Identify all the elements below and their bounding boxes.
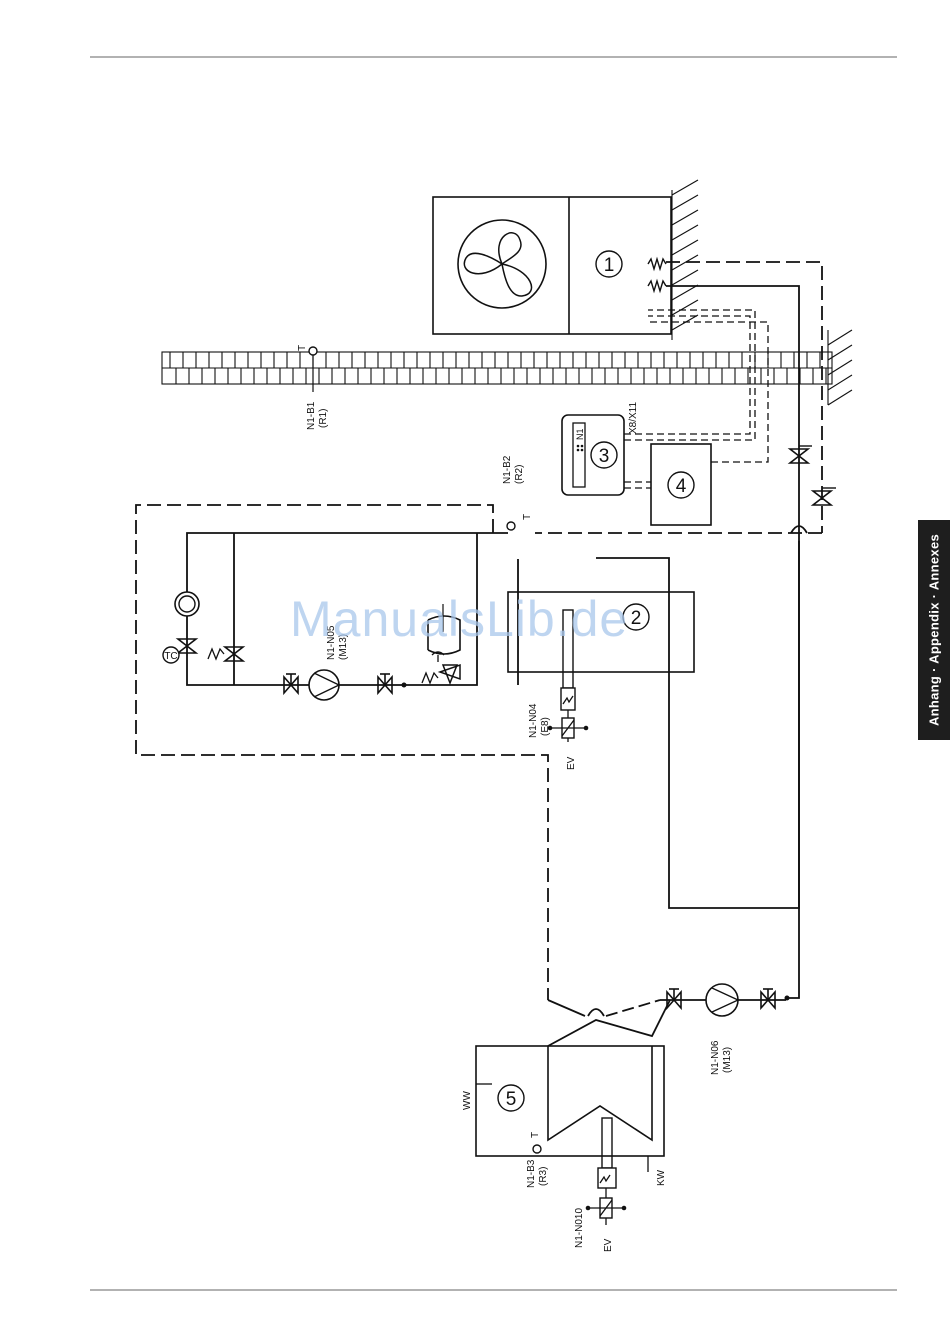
m13-b-label: (M13) xyxy=(722,1047,733,1073)
safety-valve xyxy=(422,652,460,683)
return-sensor xyxy=(507,522,515,530)
ww-label: WW xyxy=(462,1091,473,1110)
ev-a-label: EV xyxy=(566,756,577,770)
pump-n05-icon xyxy=(309,670,339,700)
shutoff-valve-n05-right xyxy=(378,674,392,693)
shutoff-valve-n05-left xyxy=(284,674,298,693)
n1-b3-label: N1-B3 xyxy=(526,1159,537,1188)
controller-3: N1 3 X8/X11 xyxy=(562,402,639,495)
n1-n04-label: N1-N04 xyxy=(528,703,539,738)
component-5-label: 5 xyxy=(506,1089,517,1110)
side-tab: Anhang · Appendix · Annexes xyxy=(918,520,950,740)
component-1-label: 1 xyxy=(604,255,615,276)
tc-label: TC xyxy=(164,651,177,662)
n1-n06-label: N1-N06 xyxy=(710,1040,721,1075)
side-tab-label: Anhang · Appendix · Annexes xyxy=(927,534,942,726)
ev-b-label: EV xyxy=(603,1238,614,1252)
shutoff-valve-n06-right xyxy=(761,989,775,1008)
wall-hatch xyxy=(672,180,852,405)
n1-b2-label: N1-B2 xyxy=(502,455,513,484)
dhw-tank: 5 xyxy=(476,1046,664,1188)
shutoff-valve-n06-left xyxy=(667,989,681,1008)
controller-module-label: N1 xyxy=(575,428,585,440)
watermark: ManualsLib.de xyxy=(290,590,628,648)
heating-supply-dashed xyxy=(136,505,548,1000)
component-3-label: 3 xyxy=(599,446,610,467)
t-dhw-label: T xyxy=(530,1132,541,1138)
r3-label: (R3) xyxy=(538,1167,549,1186)
t-outdoor-label: T xyxy=(297,345,308,351)
heat-pump-unit: 1 xyxy=(433,197,671,334)
pump-n06-icon xyxy=(706,984,738,1016)
e8-label: (E8) xyxy=(540,717,551,736)
dhw-sensor xyxy=(533,1145,541,1153)
r1-label: (R1) xyxy=(318,409,329,428)
outdoor-sensor: T N1-B1 (R1) xyxy=(297,345,329,430)
component-2-label: 2 xyxy=(631,608,642,629)
box-4: 4 xyxy=(651,444,711,525)
kw-label: KW xyxy=(656,1169,667,1186)
control-cables xyxy=(624,310,768,488)
component-4-label: 4 xyxy=(676,476,687,497)
n1-b1-label: N1-B1 xyxy=(306,401,317,430)
n1-n010-label: N1-N010 xyxy=(574,1208,585,1248)
t-return-label: T xyxy=(522,514,533,520)
r2-label: (R2) xyxy=(514,465,525,484)
brick-wall xyxy=(162,352,832,384)
x8x11-label: X8/X11 xyxy=(628,402,639,434)
